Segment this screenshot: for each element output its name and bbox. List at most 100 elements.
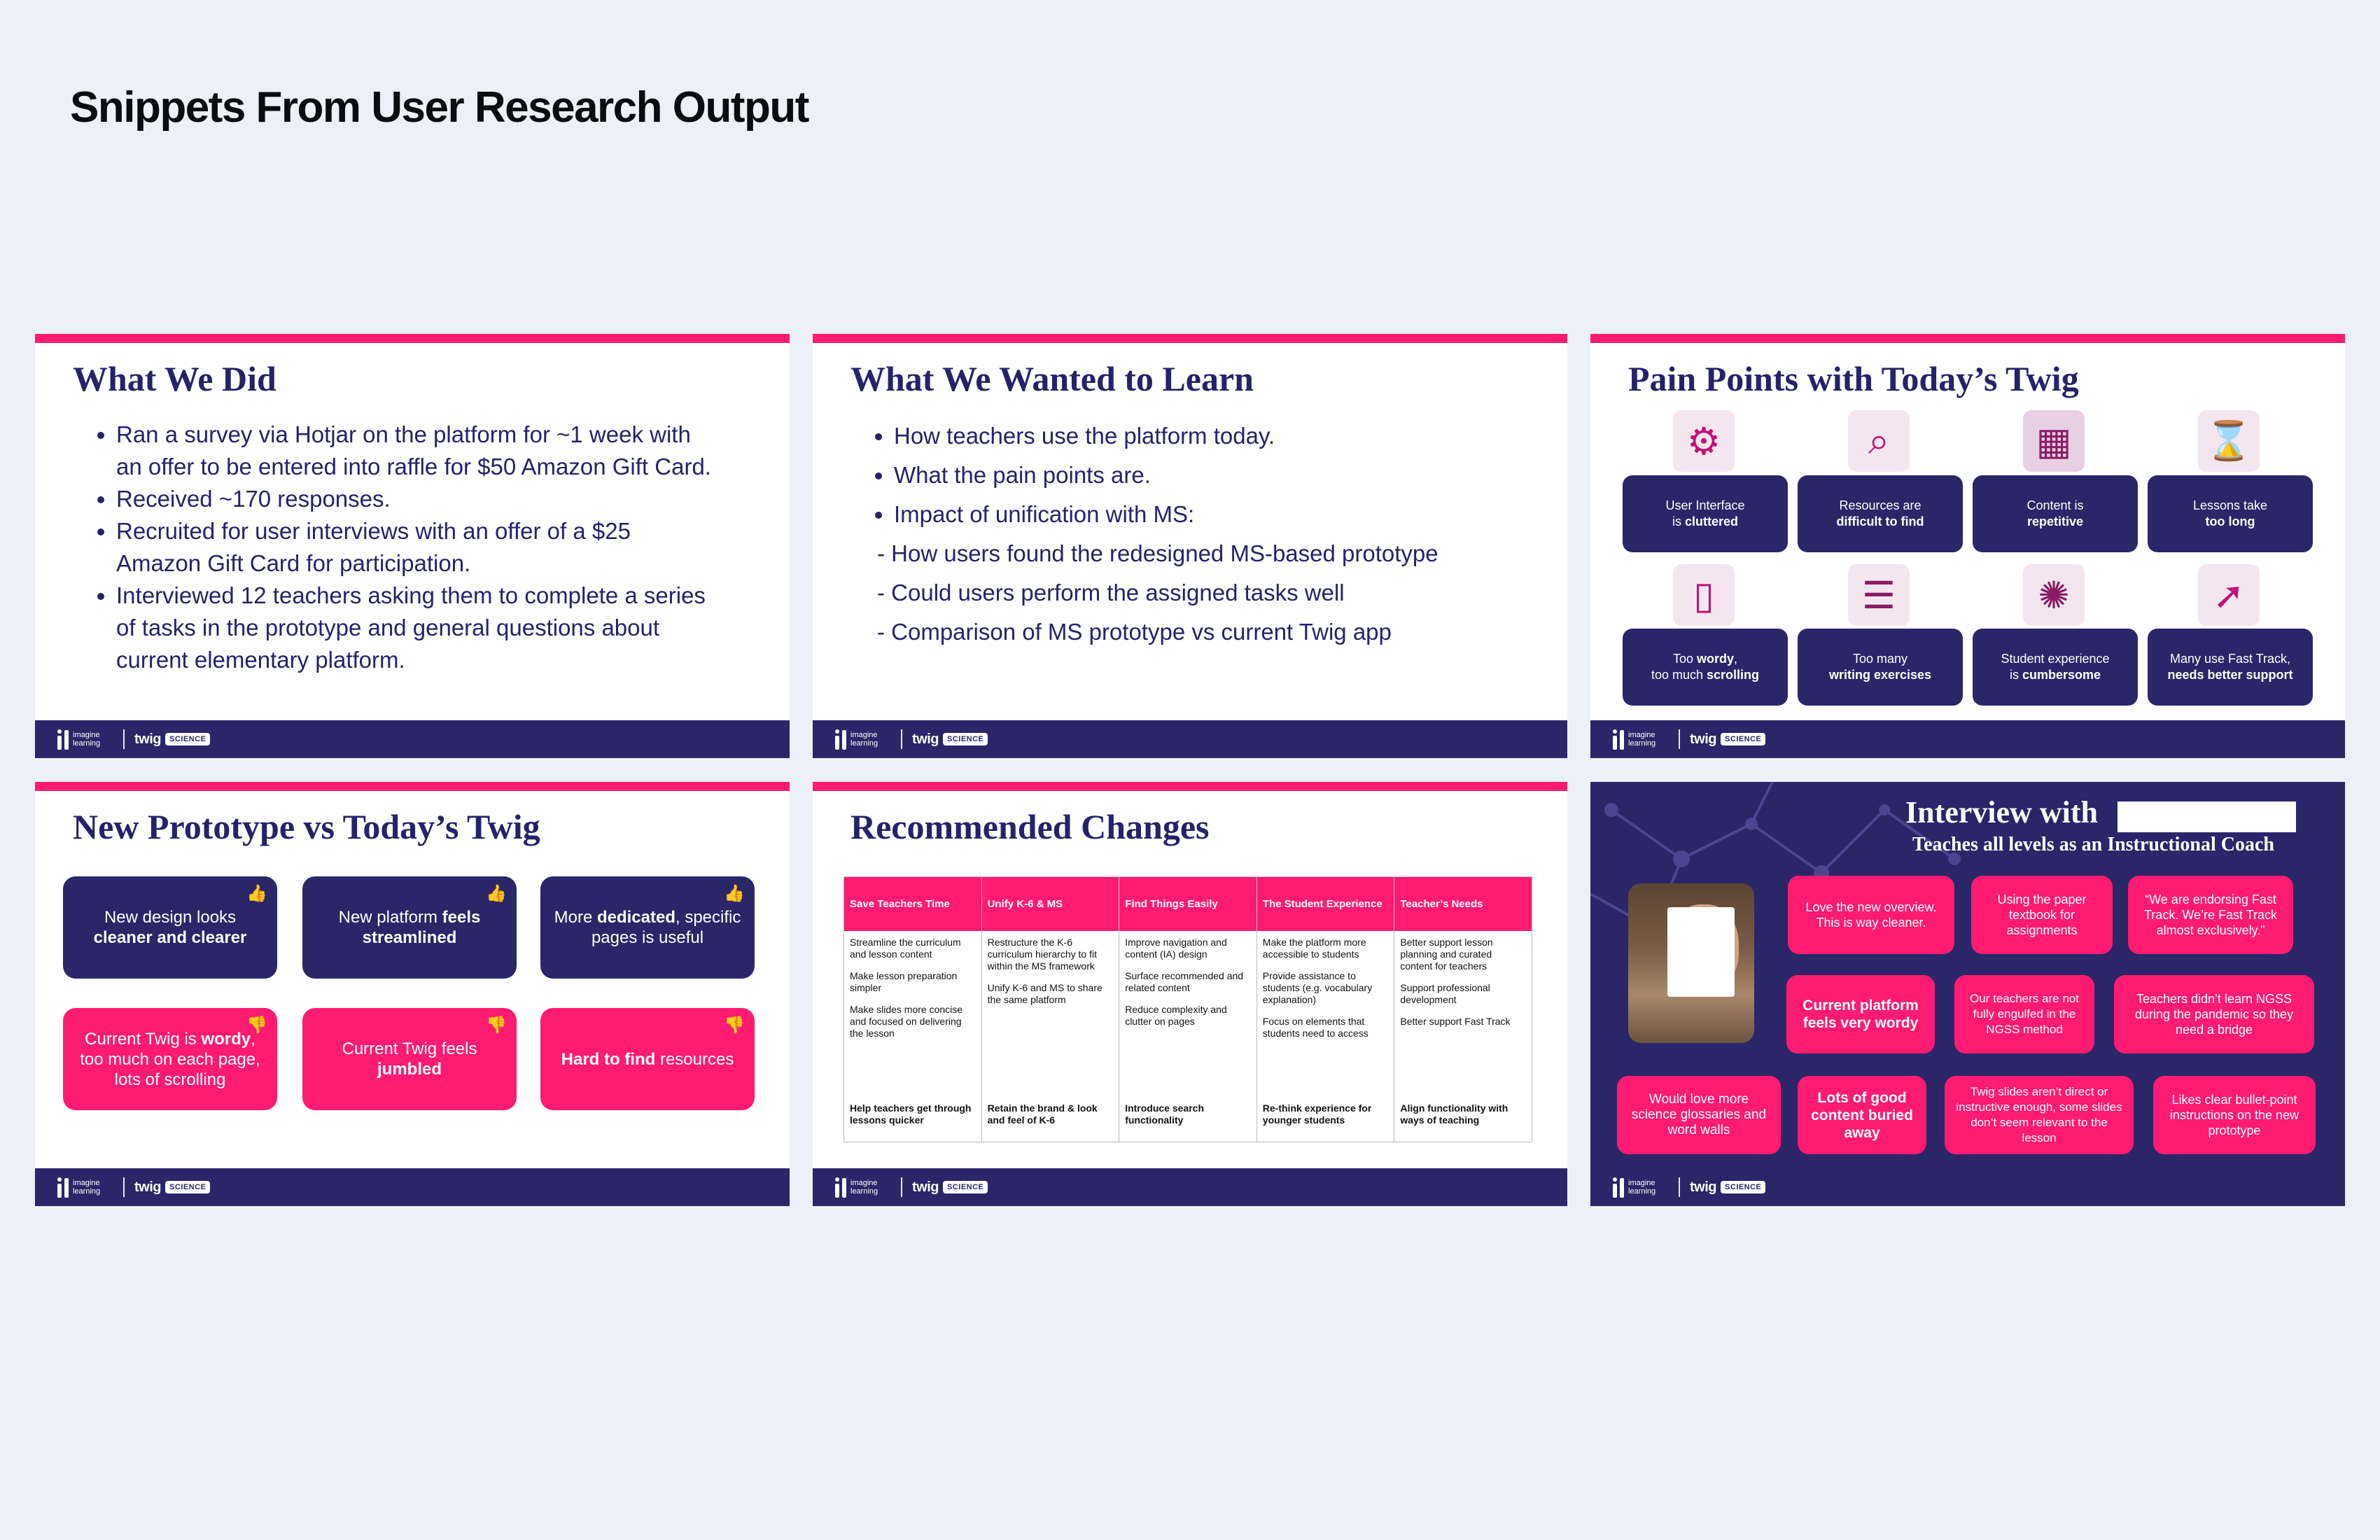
thumbs-up-icon: 👍 — [246, 884, 267, 903]
bullet-item: Ran a survey via Hotjar on the platform … — [116, 419, 718, 483]
slide-pain-points[interactable]: Pain Points with Today’s Twig ⚙ ⌕ ▦ ⌛ Us… — [1590, 334, 2345, 758]
recommendations-table: Save Teachers Time Streamline the curric… — [844, 876, 1532, 1142]
slide-interview[interactable]: Interview with Teaches all levels as an … — [1590, 782, 2345, 1206]
sub-bullet-item: - How users found the redesigned MS-base… — [877, 540, 1438, 566]
negative-feedback-card: 👎 Current Twig is wordy, too much on eac… — [63, 1008, 277, 1110]
imagine-learning-logo-icon — [1613, 729, 1624, 750]
quote-card: Love the new overview. This is way clean… — [1788, 876, 1954, 954]
redacted-name — [2118, 802, 2296, 832]
slide-what-we-did[interactable]: What We Did Ran a survey via Hotjar on t… — [35, 334, 790, 758]
bullet-item: Recruited for user interviews with an of… — [116, 515, 718, 580]
bullet-list: Ran a survey via Hotjar on the platform … — [74, 419, 718, 676]
column-body: Improve navigation and content (IA) desi… — [1125, 937, 1244, 1027]
column-body: Streamline the curriculum and lesson con… — [850, 937, 963, 1039]
twig-logo: twig — [134, 1179, 162, 1195]
imagine-learning-logo-icon — [835, 1177, 846, 1198]
twig-logo: twig — [912, 1179, 939, 1195]
science-tag: SCIENCE — [1721, 733, 1766, 746]
magnifier-icon: ⌕ — [1848, 410, 1910, 472]
bullet-item: Received ~170 responses. — [116, 483, 718, 515]
column-body: Better support lesson planning and curat… — [1400, 937, 1511, 1027]
bullet-list: How teachers use the platform today. Wha… — [852, 420, 1524, 648]
quote-card: Using the paper textbook for assignments — [1971, 876, 2113, 954]
page-title: Snippets From User Research Output — [70, 83, 809, 132]
table-column: Find Things Easily Improve navigation an… — [1119, 877, 1257, 1142]
slide-what-we-wanted-to-learn[interactable]: What We Wanted to Learn How teachers use… — [813, 334, 1567, 758]
science-tag: SCIENCE — [943, 1181, 988, 1194]
footer-divider — [1679, 1177, 1680, 1197]
column-summary: Retain the brand & look and feel of K-6 — [987, 1102, 1098, 1126]
thumbs-down-icon: 👎 — [724, 1016, 745, 1035]
slide-prototype-comparison[interactable]: New Prototype vs Today’s Twig 👍 New desi… — [35, 782, 790, 1206]
quote-card: Lots of good content buried away — [1798, 1076, 1926, 1154]
bullet-item: How teachers use the platform today. — [894, 420, 1524, 452]
science-tag: SCIENCE — [943, 733, 988, 746]
footer-divider — [1679, 729, 1680, 749]
column-header: Find Things Easily — [1119, 877, 1256, 931]
slide-title: What We Wanted to Learn — [850, 359, 1254, 398]
fast-arrows-icon: ➚ — [2198, 564, 2260, 626]
pain-point-card: Too wordy,too much scrolling — [1623, 629, 1788, 706]
table-column: Save Teachers Time Streamline the curric… — [844, 877, 982, 1142]
slide-title: What We Did — [73, 359, 276, 398]
quote-card: Teachers didn’t learn NGSS during the pa… — [2114, 975, 2314, 1054]
positive-feedback-card: 👍 More dedicated, specific pages is usef… — [540, 876, 755, 979]
thumbs-up-icon: 👍 — [724, 884, 745, 903]
positive-feedback-card: 👍 New design looks cleaner and clearer — [63, 876, 277, 979]
slide-title: New Prototype vs Today’s Twig — [73, 807, 540, 846]
redacted-face — [1667, 907, 1735, 997]
pain-point-card: Many use Fast Track,needs better support — [2148, 629, 2313, 706]
twig-logo: twig — [134, 731, 162, 747]
sub-bullet-item: - Comparison of MS prototype vs current … — [877, 619, 1392, 645]
positive-feedback-card: 👍 New platform feels streamlined — [302, 876, 517, 979]
maze-icon: ✺ — [2023, 564, 2085, 626]
column-summary: Help teachers get through lessons quicke… — [850, 1102, 972, 1126]
gear-cluster-icon: ⚙ — [1673, 410, 1735, 472]
stacked-papers-icon: ☰ — [1848, 564, 1910, 626]
slide-recommended-changes[interactable]: Recommended Changes Save Teachers Time S… — [813, 782, 1567, 1206]
interviewee-photo — [1628, 883, 1754, 1043]
imagine-learning-logo-icon — [57, 729, 69, 750]
column-summary: Re-think experience for younger students — [1262, 1102, 1372, 1126]
slide-title: Recommended Changes — [850, 807, 1210, 846]
negative-feedback-card: 👎 Hard to find resources — [540, 1008, 755, 1110]
table-column: Unify K-6 & MS Restructure the K-6 curri… — [981, 877, 1120, 1142]
quote-card: Likes clear bullet-point instructions on… — [2153, 1076, 2316, 1154]
imagine-learning-logo-icon — [835, 729, 846, 750]
scroll-icon: ▯ — [1673, 564, 1735, 626]
quote-card: Our teachers are not fully engulfed in t… — [1954, 975, 2094, 1054]
quote-card: Current platform feels very wordy — [1786, 975, 1935, 1054]
thumbs-up-icon: 👍 — [486, 884, 507, 903]
sub-bullet-item: - Could users perform the assigned tasks… — [877, 580, 1345, 606]
column-body: Make the platform more accessible to stu… — [1262, 937, 1373, 1039]
science-tag: SCIENCE — [165, 1181, 211, 1194]
footer-divider — [901, 729, 902, 749]
bullet-item: Interviewed 12 teachers asking them to c… — [116, 580, 718, 676]
column-summary: Introduce search functionality — [1125, 1102, 1205, 1126]
twig-logo: twig — [1690, 731, 1717, 747]
column-summary: Align functionality with ways of teachin… — [1400, 1102, 1508, 1126]
quote-card: Would love more science glossaries and w… — [1617, 1076, 1781, 1154]
column-body: Restructure the K-6 curriculum hierarchy… — [987, 937, 1102, 1005]
bullet-item: Impact of unification with MS: — [894, 498, 1524, 531]
column-header: Unify K-6 & MS — [981, 877, 1119, 931]
column-header: Teacher’s Needs — [1394, 877, 1532, 931]
table-column: The Student Experience Make the platform… — [1256, 877, 1395, 1142]
bullet-item: What the pain points are. — [894, 459, 1524, 491]
thumbs-down-icon: 👎 — [486, 1016, 507, 1035]
